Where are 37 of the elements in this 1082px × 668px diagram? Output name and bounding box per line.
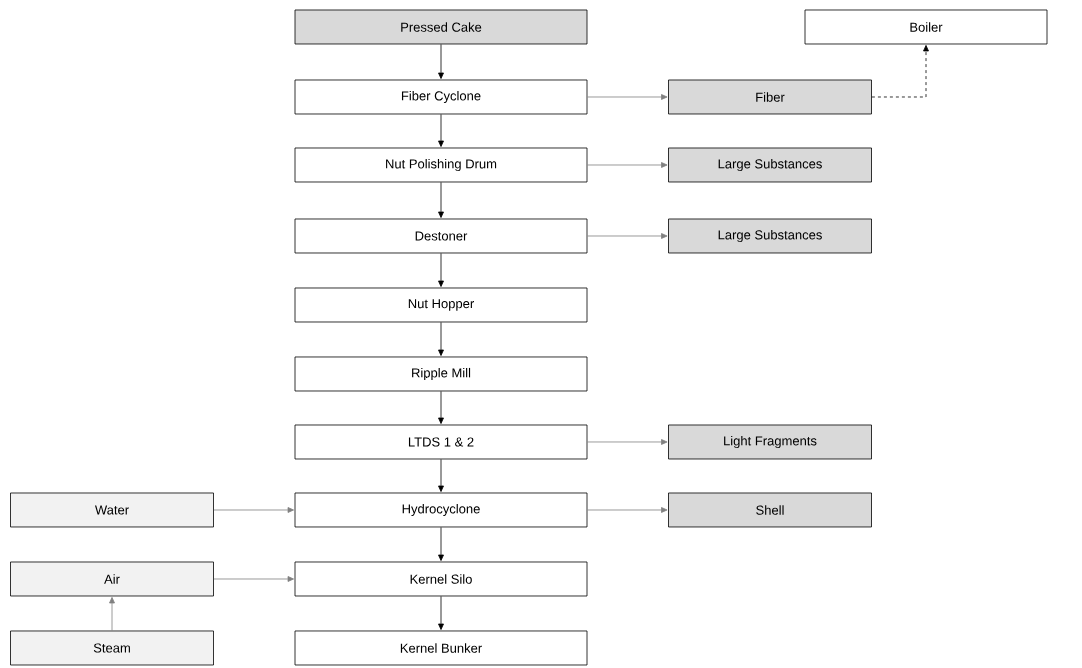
arrow	[438, 44, 444, 79]
process-box: Fiber	[668, 79, 872, 115]
arrow	[213, 576, 294, 582]
process-box: Steam	[10, 630, 214, 666]
process-box: Ripple Mill	[294, 356, 588, 392]
process-box: LTDS 1 & 2	[294, 424, 588, 460]
process-box: Pressed Cake	[294, 9, 588, 45]
process-box: Light Fragments	[668, 424, 872, 460]
process-box: Destoner	[294, 218, 588, 254]
arrow	[587, 162, 668, 168]
arrow	[438, 182, 444, 218]
arrow	[438, 527, 444, 561]
arrow	[438, 596, 444, 630]
arrow	[587, 94, 668, 100]
arrow	[438, 391, 444, 424]
arrow	[438, 114, 444, 147]
arrow	[438, 322, 444, 356]
arrow	[109, 597, 115, 631]
process-box: Shell	[668, 492, 872, 528]
process-box: Water	[10, 492, 214, 528]
process-box: Hydrocyclone	[294, 492, 588, 528]
process-box: Large Substances	[668, 147, 872, 183]
arrow	[587, 233, 668, 239]
arrow	[213, 507, 294, 513]
process-box: Boiler	[804, 9, 1048, 45]
arrow	[438, 459, 444, 492]
process-box: Nut Hopper	[294, 287, 588, 323]
process-box: Air	[10, 561, 214, 597]
arrow	[438, 253, 444, 287]
process-box: Kernel Bunker	[294, 630, 588, 666]
process-box: Fiber Cyclone	[294, 79, 588, 115]
arrow	[587, 439, 668, 445]
process-box: Nut Polishing Drum	[294, 147, 588, 183]
process-box: Kernel Silo	[294, 561, 588, 597]
process-box: Large Substances	[668, 218, 872, 254]
arrow	[871, 45, 929, 98]
arrow	[587, 507, 668, 513]
